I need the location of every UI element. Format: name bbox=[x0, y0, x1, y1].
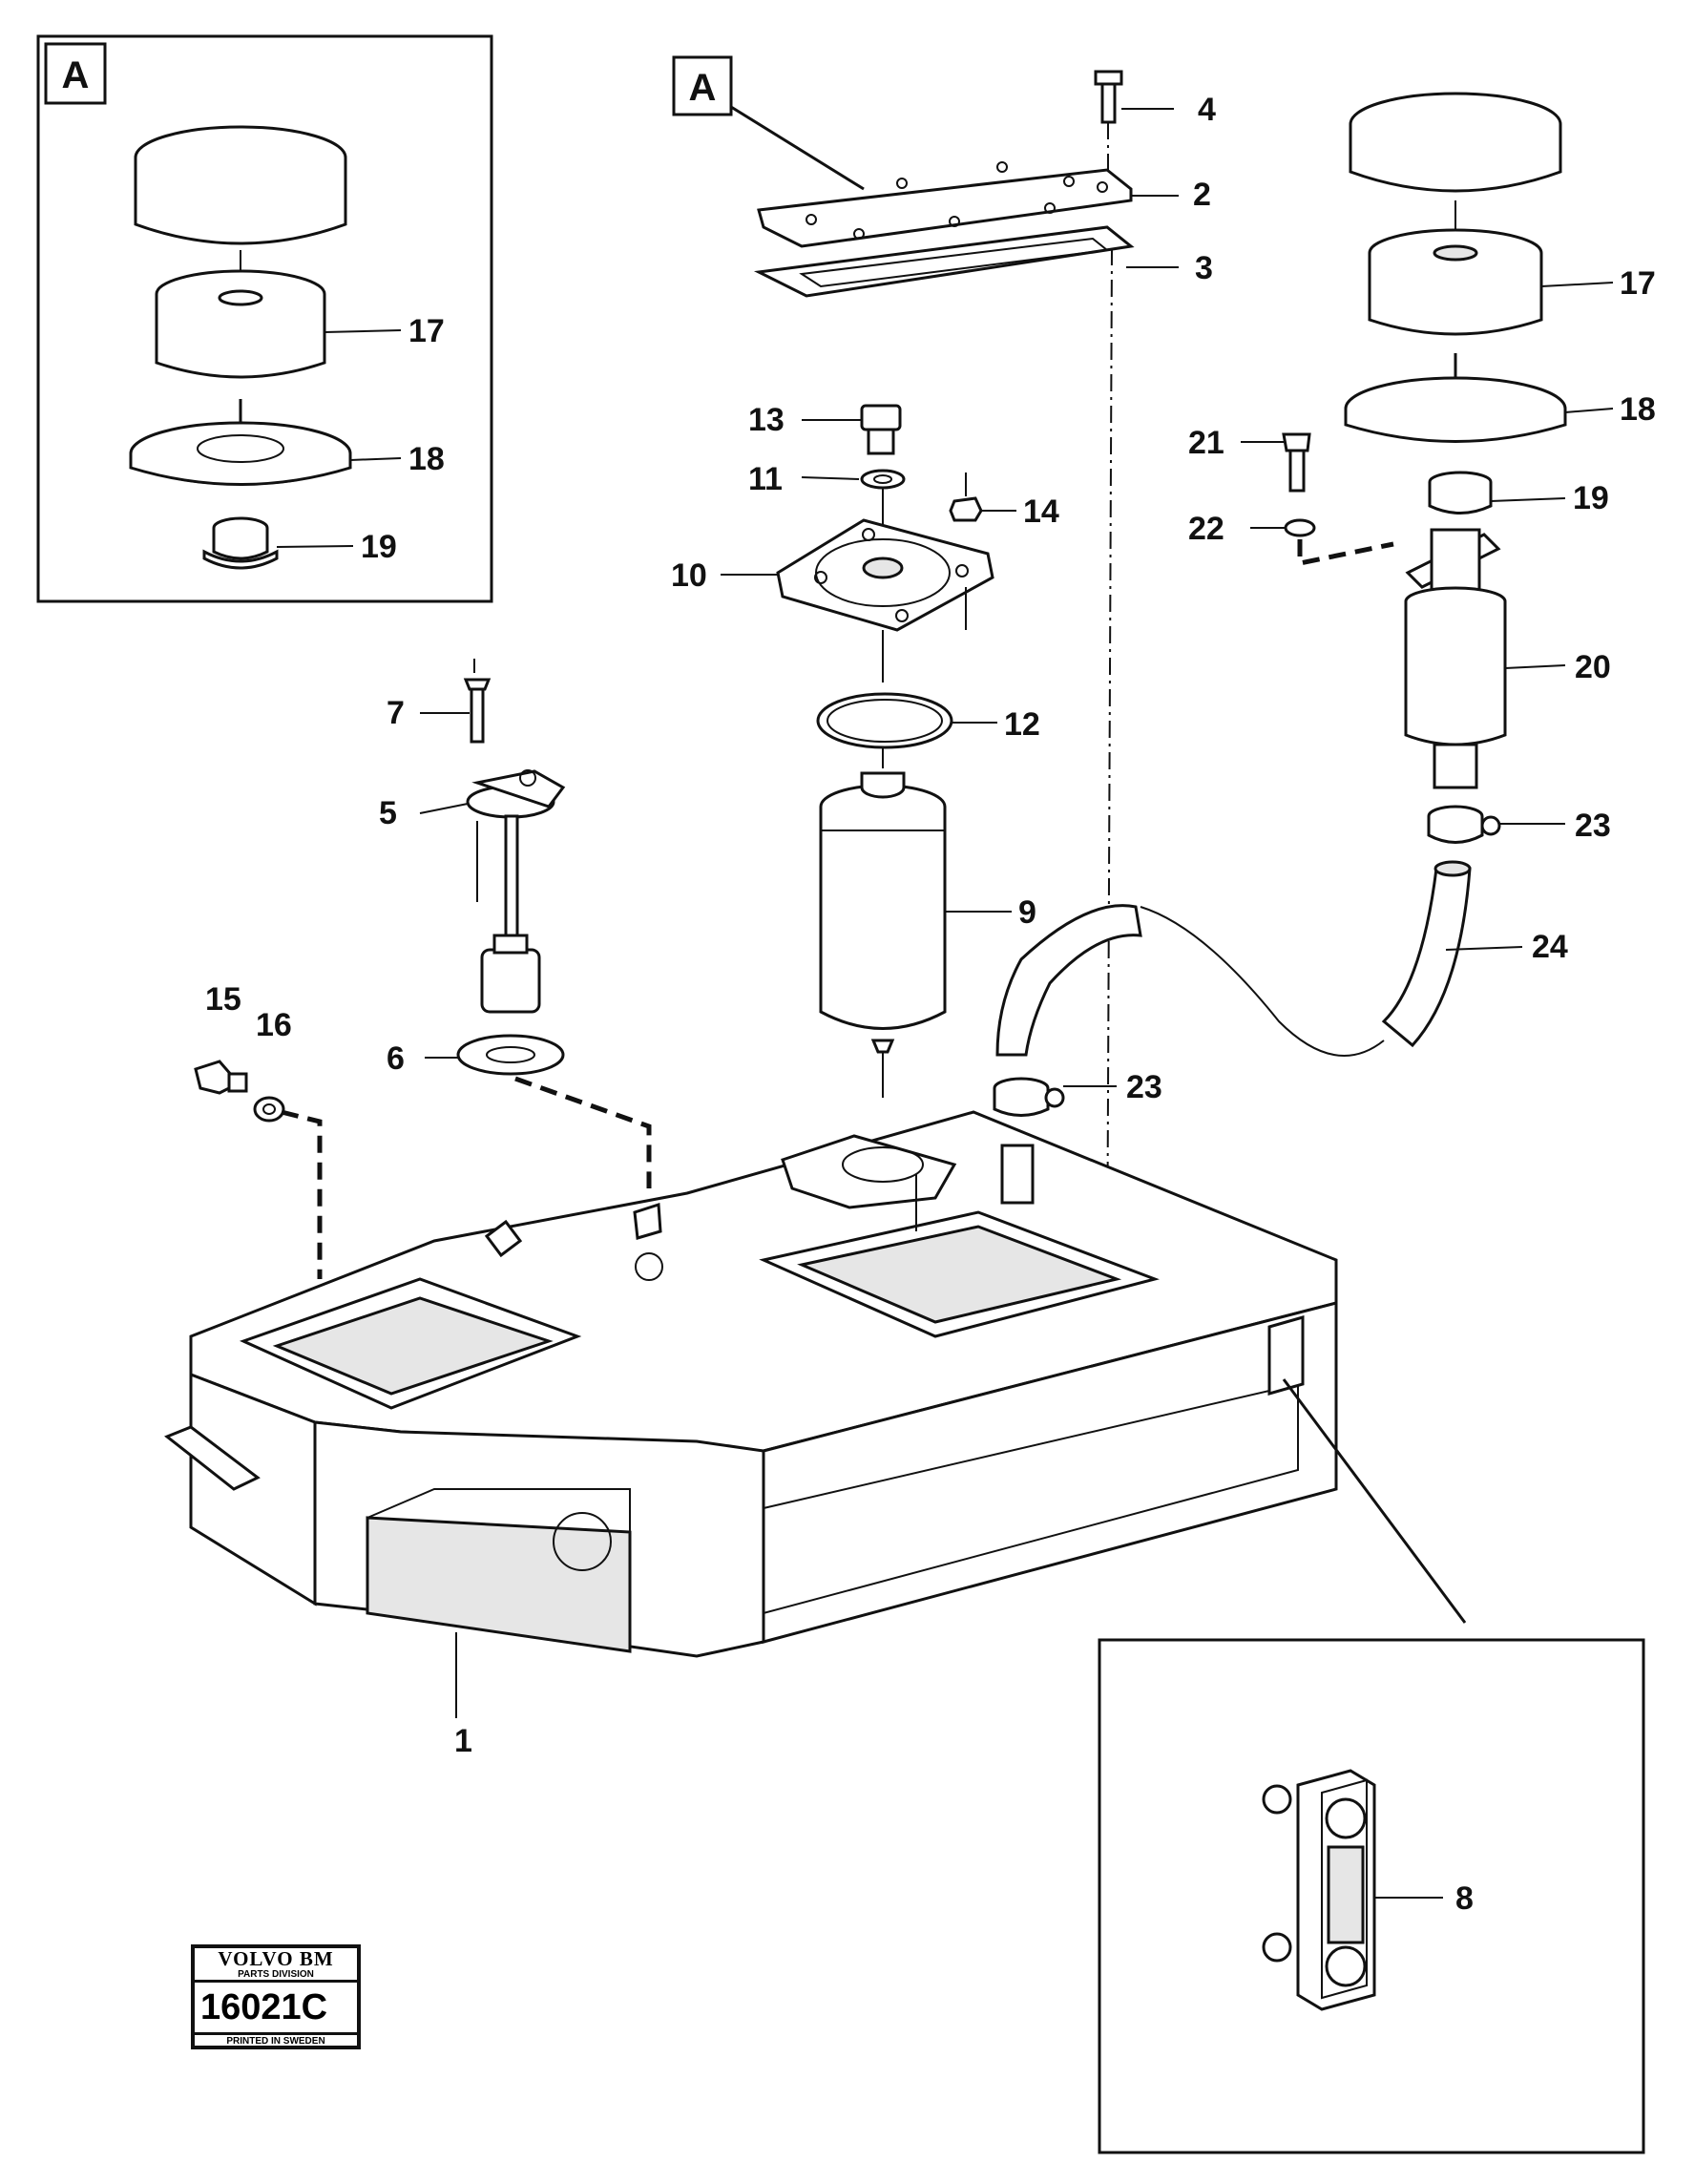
washer-16 bbox=[253, 1096, 285, 1123]
label-16: 16 bbox=[256, 1007, 292, 1043]
label-8: 8 bbox=[1455, 1880, 1474, 1917]
inset-a-box: A 17 18 19 bbox=[36, 34, 493, 603]
label-23-right: 23 bbox=[1575, 808, 1611, 844]
label-6: 6 bbox=[387, 1040, 405, 1077]
plug-15 bbox=[194, 1060, 248, 1095]
hose-24 bbox=[995, 860, 1472, 1057]
label-11: 11 bbox=[748, 461, 783, 497]
flange-10 bbox=[776, 518, 994, 632]
inset-a-letter: A bbox=[62, 54, 90, 96]
label-19: 19 bbox=[1573, 480, 1609, 516]
label-4: 4 bbox=[1198, 92, 1216, 128]
inset-bushing bbox=[202, 516, 279, 570]
base-plate-right bbox=[1344, 353, 1567, 443]
label-1: 1 bbox=[454, 1723, 472, 1759]
label-12: 12 bbox=[1004, 706, 1040, 743]
label-9: 9 bbox=[1018, 894, 1036, 931]
label-10: 10 bbox=[671, 557, 707, 594]
label-13: 13 bbox=[748, 402, 785, 438]
stamp-number: 16021C bbox=[195, 1983, 357, 2035]
bolt-21 bbox=[1282, 432, 1311, 493]
sight-glass-8 bbox=[1262, 1769, 1376, 2011]
label-20: 20 bbox=[1575, 649, 1611, 685]
bolt-4 bbox=[1094, 70, 1123, 172]
washer-11 bbox=[860, 469, 906, 490]
volvo-bm-stamp: VOLVO BM PARTS DIVISION 16021C PRINTED I… bbox=[191, 1944, 361, 2049]
inset-label-19: 19 bbox=[361, 529, 397, 565]
washer-22 bbox=[1284, 518, 1316, 537]
o-ring-12 bbox=[816, 692, 953, 749]
inset-base-plate bbox=[129, 399, 352, 486]
inset-filter-element bbox=[155, 269, 326, 379]
sensor-dash-leader bbox=[514, 1076, 652, 1188]
tank-housing-1 bbox=[164, 1110, 1338, 1658]
bolt-dash-leader bbox=[1297, 539, 1394, 567]
bushing-right bbox=[1428, 471, 1493, 514]
leader-lines bbox=[419, 108, 1614, 1718]
filter-cap-right bbox=[1349, 92, 1562, 229]
label-22: 22 bbox=[1188, 511, 1224, 547]
clamp-23-right bbox=[1427, 805, 1501, 844]
label-21: 21 bbox=[1188, 425, 1224, 461]
stamp-brand: VOLVO BM bbox=[218, 1947, 334, 1970]
label-23-lower: 23 bbox=[1126, 1069, 1162, 1105]
label-24: 24 bbox=[1532, 929, 1568, 965]
plug-13 bbox=[860, 404, 902, 455]
pre-cleaner-20 bbox=[1404, 528, 1507, 789]
inset-filter-cap bbox=[134, 125, 347, 272]
inset-label-18: 18 bbox=[408, 441, 445, 477]
gasket-6 bbox=[456, 1034, 565, 1076]
label-3: 3 bbox=[1195, 250, 1213, 286]
cover-alignment-line bbox=[1106, 247, 1113, 1304]
sensor-5 bbox=[466, 769, 566, 1014]
filter-cartridge-9 bbox=[819, 771, 947, 1054]
label-7: 7 bbox=[387, 695, 405, 731]
part-labels: 1 2 3 4 5 6 7 8 9 10 12 11 13 14 15 16 1… bbox=[205, 92, 1656, 1917]
label-15: 15 bbox=[205, 981, 241, 1018]
label-2: 2 bbox=[1193, 177, 1211, 213]
clamp-23-lower bbox=[993, 1077, 1065, 1117]
stamp-printed: PRINTED IN SWEDEN bbox=[226, 2036, 325, 2047]
gasket bbox=[753, 225, 1135, 298]
label-18: 18 bbox=[1620, 391, 1656, 428]
screw-7 bbox=[463, 659, 492, 744]
plug-dash-leader bbox=[281, 1109, 323, 1279]
label-14: 14 bbox=[1023, 494, 1059, 530]
nut-14 bbox=[949, 472, 983, 522]
reference-a-marker: A bbox=[672, 55, 865, 191]
window-detail-leader bbox=[1282, 1378, 1467, 1624]
label-17: 17 bbox=[1620, 265, 1656, 302]
filter-element-right bbox=[1368, 228, 1543, 336]
stamp-division: PARTS DIVISION bbox=[195, 1969, 357, 1983]
label-5: 5 bbox=[379, 795, 397, 831]
reference-a-letter: A bbox=[689, 67, 717, 109]
inset-label-17: 17 bbox=[408, 313, 445, 349]
inset-8-box bbox=[1098, 1638, 1645, 2154]
